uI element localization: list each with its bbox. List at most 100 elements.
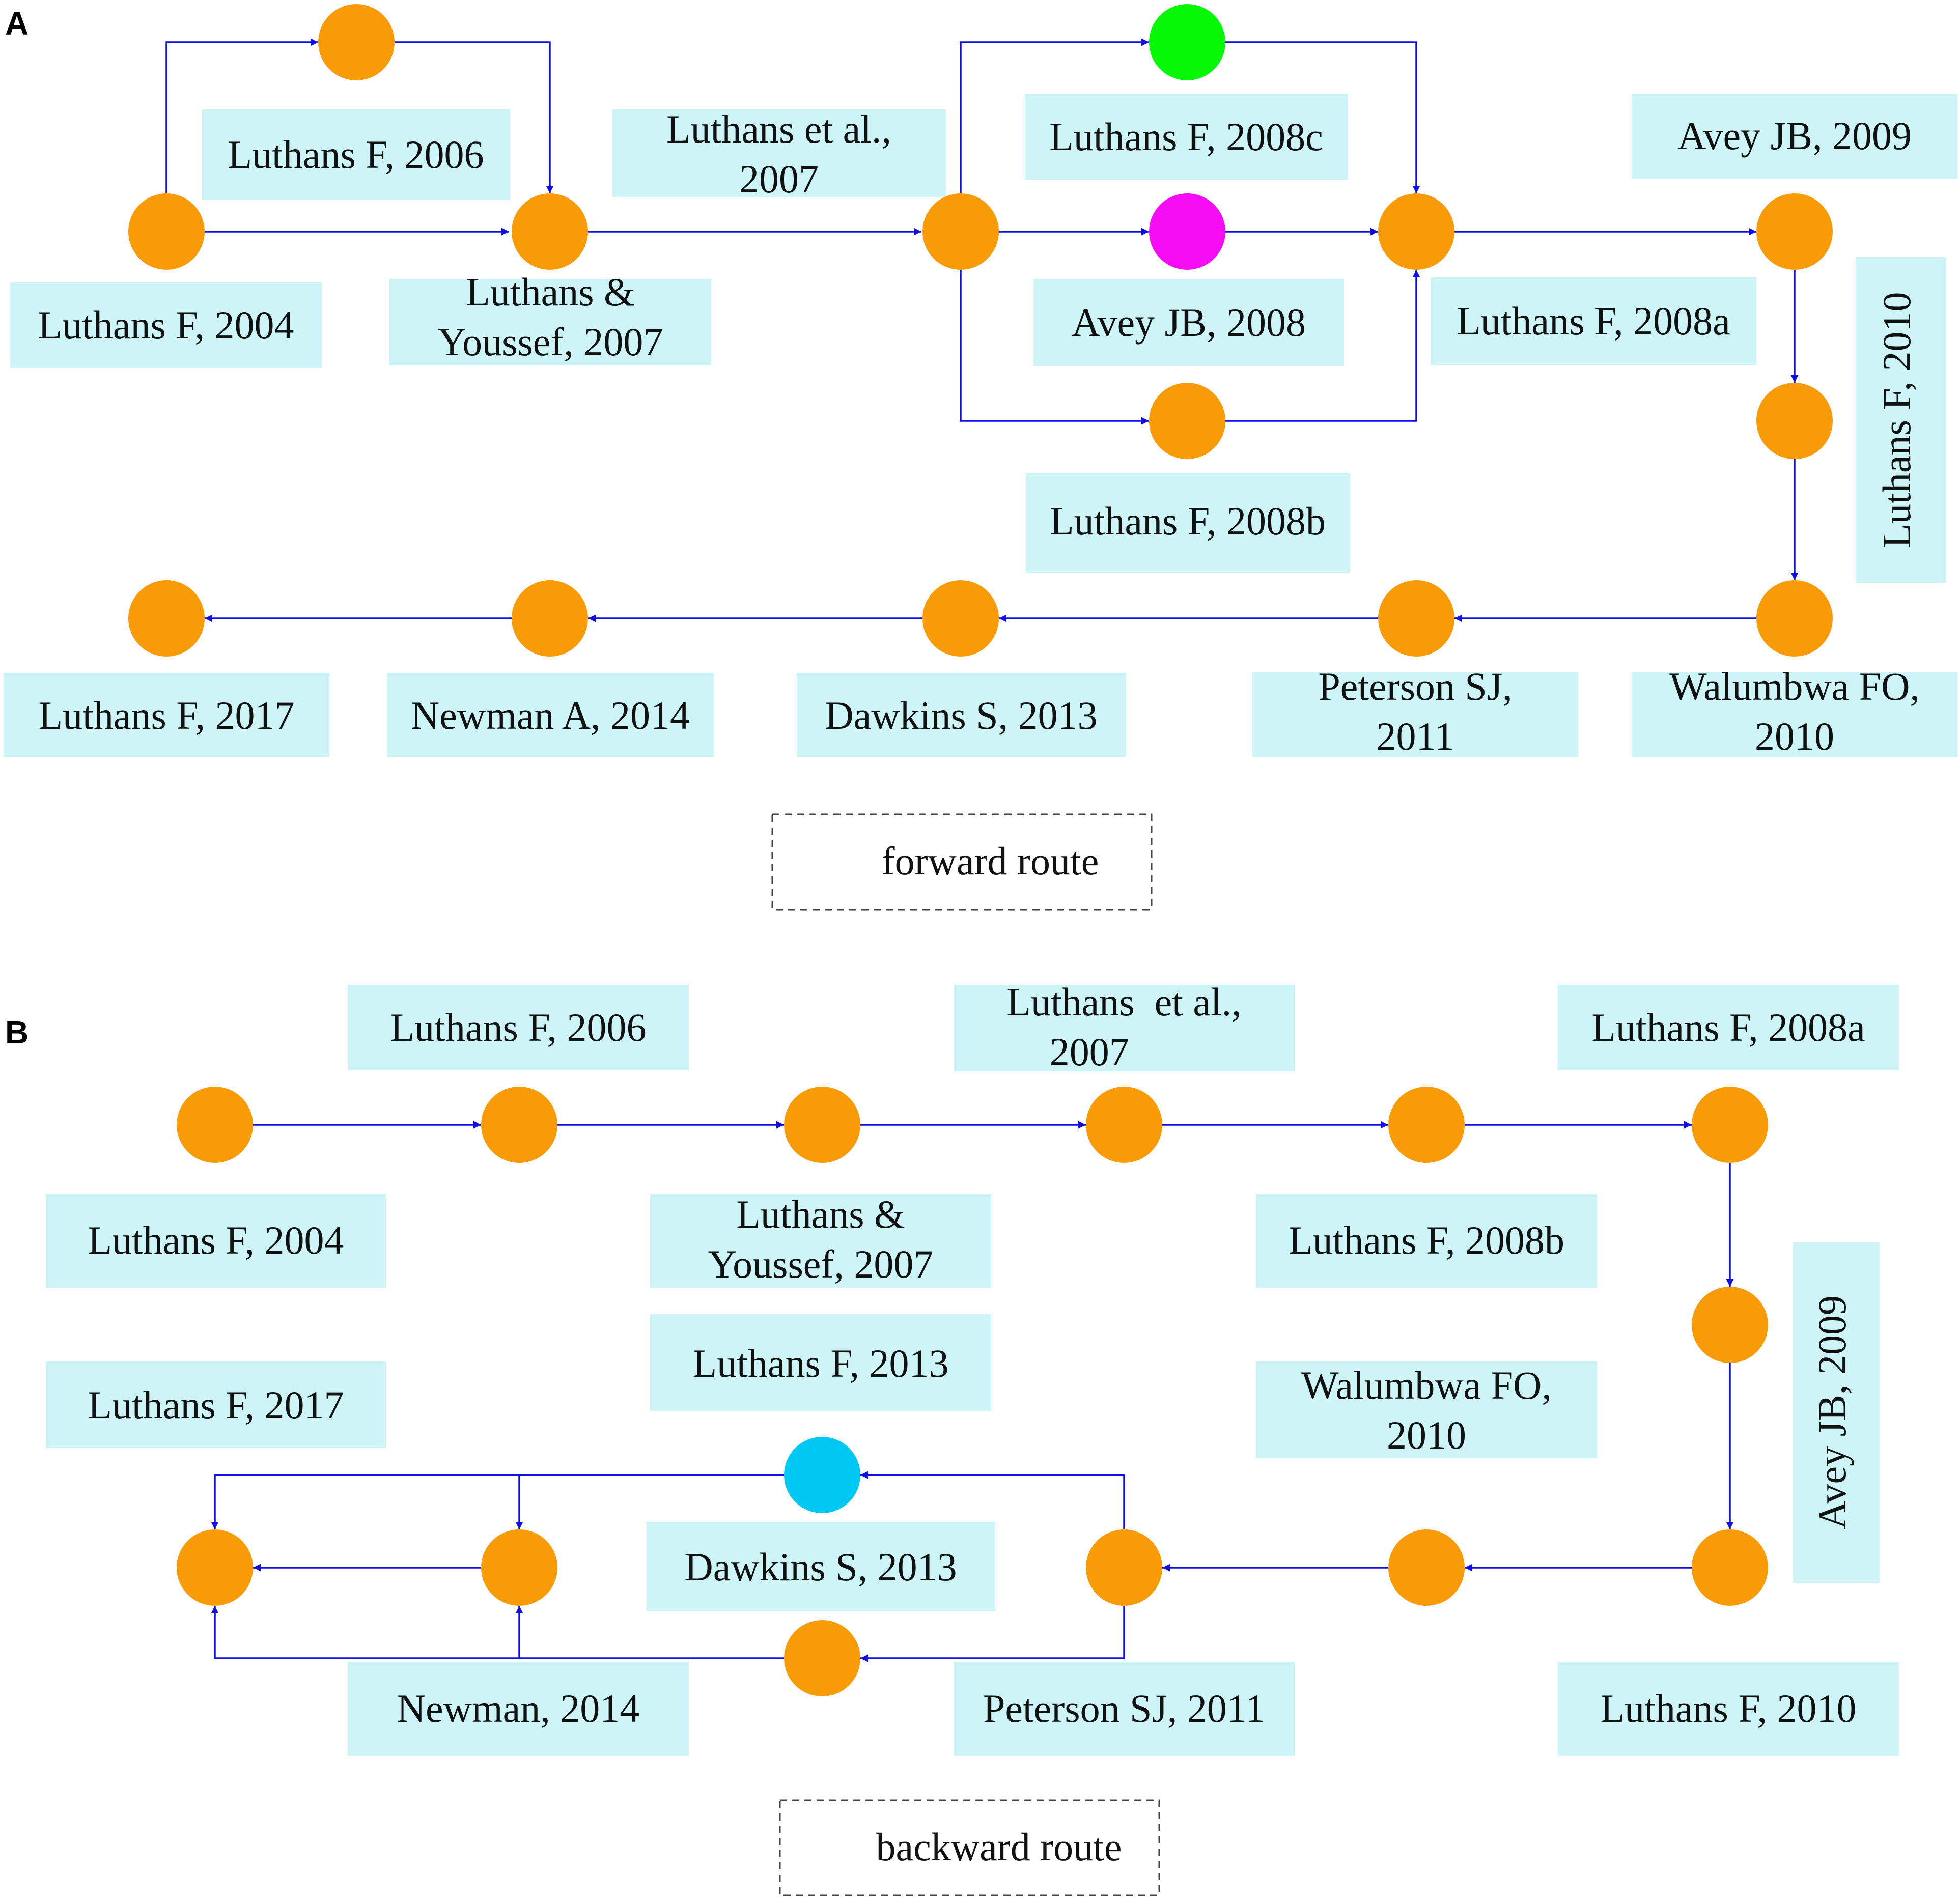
- node-b-dawkins2013[interactable]: [784, 1620, 860, 1696]
- edge-a-2008c-a-2008a: [1225, 41, 1420, 193]
- node-a-2010[interactable]: [1756, 383, 1833, 459]
- panel-a-nodes: [128, 4, 1833, 657]
- edge-b-dawkins2013-b-newman2014: [515, 1606, 784, 1659]
- label-box-b-2004: [46, 1194, 386, 1288]
- label-a-etal2007: Luthans et al.,2007: [666, 107, 891, 201]
- node-a-2006[interactable]: [318, 4, 395, 80]
- label-box-a-2017: [4, 673, 329, 757]
- label-a-2010: Luthans F, 2010: [1874, 292, 1919, 548]
- label-b-avey2009: Avey JB, 2009: [1810, 1295, 1854, 1529]
- edge-a-2004-a-2006: [165, 38, 318, 193]
- label-b-2006: Luthans F, 2006: [390, 1005, 647, 1049]
- node-b-2006[interactable]: [481, 1087, 557, 1163]
- label-a-dawkins2013: Dawkins S, 2013: [825, 693, 1097, 737]
- node-b-peterson2011[interactable]: [1086, 1529, 1162, 1606]
- label-box-b-2008a: [1558, 985, 1899, 1070]
- label-box-a-2008c: [1025, 94, 1348, 180]
- label-box-b-dawkins2013: [647, 1522, 995, 1611]
- label-box-a-2008b: [1026, 473, 1350, 573]
- panel-b-letter: B: [5, 1014, 29, 1051]
- label-a-walumbwa2010: Walumbwa FO,2010: [1669, 664, 1920, 758]
- label-a-peterson2011: Peterson SJ,2011: [1318, 664, 1512, 758]
- panel-b-nodes: [177, 1087, 1768, 1696]
- label-box-b-etal2007: [954, 985, 1295, 1071]
- node-b-2010[interactable]: [1692, 1529, 1768, 1606]
- label-b-2004: Luthans F, 2004: [88, 1218, 344, 1262]
- node-a-peterson2011[interactable]: [1378, 580, 1454, 657]
- edge-a-etal2007-a-2008b: [960, 270, 1149, 425]
- panel-a-labels: Luthans F, 2004 Luthans F, 2006 Luthans …: [4, 94, 1957, 758]
- label-a-2008c: Luthans F, 2008c: [1049, 115, 1323, 159]
- label-b-peterson2011: Peterson SJ, 2011: [983, 1686, 1265, 1730]
- label-box-a-avey2008: [1033, 279, 1344, 366]
- node-b-2017[interactable]: [177, 1529, 253, 1606]
- label-box-a-dawkins2013: [797, 673, 1126, 757]
- label-box-b-peterson2011: [954, 1662, 1295, 1756]
- route-box-forward: [771, 813, 1153, 911]
- edge-b-2013-b-2017: [211, 1474, 519, 1529]
- label-box-b-newman2014: [348, 1662, 689, 1756]
- node-b-2008a[interactable]: [1692, 1087, 1768, 1163]
- label-box-a-avey2009: [1632, 94, 1957, 179]
- node-b-avey2009[interactable]: [1692, 1287, 1768, 1363]
- panel-a-letter: A: [5, 5, 29, 42]
- label-b-etal2007: Luthans et al.,2007: [1006, 980, 1241, 1074]
- edge-b-peterson2011-b-dawkins2013: [860, 1606, 1125, 1662]
- label-b-ly2007: Luthans &Youssef, 2007: [708, 1192, 934, 1286]
- label-a-avey2008: Avey JB, 2008: [1072, 300, 1306, 345]
- label-box-a-peterson2011: [1252, 672, 1578, 757]
- panel-a: A Luthans F, 2004 Luthans F: [4, 4, 1957, 911]
- label-a-ly2007: Luthans &Youssef, 2007: [438, 270, 663, 364]
- label-box-b-avey2009: [1793, 1242, 1880, 1583]
- label-a-2008a: Luthans F, 2008a: [1457, 299, 1730, 343]
- route-label-backward: backward route: [876, 1825, 1122, 1869]
- node-b-2008b[interactable]: [1388, 1087, 1465, 1163]
- node-a-2008a[interactable]: [1378, 193, 1454, 270]
- label-box-b-ly2007: [650, 1194, 991, 1288]
- node-a-newman2014[interactable]: [512, 580, 588, 657]
- node-b-ly2007[interactable]: [784, 1087, 860, 1163]
- edge-a-etal2007-a-2008c: [960, 38, 1149, 193]
- edge-b-dawkins2013-b-2017: [211, 1606, 519, 1659]
- route-label-forward: forward route: [882, 839, 1099, 883]
- node-a-ly2007[interactable]: [512, 193, 588, 270]
- label-a-avey2009: Avey JB, 2009: [1677, 114, 1912, 158]
- node-b-2004[interactable]: [177, 1087, 253, 1163]
- panel-a-edges: [165, 38, 1799, 622]
- node-a-2008c[interactable]: [1149, 4, 1225, 80]
- panel-b-labels: Luthans F, 2004 Luthans F, 2006 Luthans …: [46, 980, 1899, 1756]
- node-b-walumbwa2010[interactable]: [1388, 1529, 1465, 1606]
- node-a-2008b[interactable]: [1149, 383, 1225, 459]
- label-box-a-walumbwa2010: [1632, 672, 1957, 757]
- label-box-a-2008a: [1431, 277, 1756, 365]
- label-b-2013: Luthans F, 2013: [693, 1341, 949, 1385]
- node-a-avey2009[interactable]: [1756, 193, 1833, 270]
- node-a-avey2008[interactable]: [1149, 193, 1225, 270]
- panel-b-edges: [211, 1121, 1734, 1662]
- label-b-walumbwa2010: Walumbwa FO,2010: [1301, 1363, 1552, 1457]
- node-a-dawkins2013[interactable]: [922, 580, 999, 657]
- label-box-a-ly2007: [389, 279, 711, 365]
- node-a-etal2007[interactable]: [922, 193, 999, 270]
- label-a-2006: Luthans F, 2006: [228, 132, 484, 177]
- edge-b-2013-b-newman2014: [515, 1474, 784, 1529]
- label-box-a-2006: [202, 109, 510, 200]
- node-a-walumbwa2010[interactable]: [1756, 580, 1833, 657]
- node-b-etal2007[interactable]: [1086, 1087, 1162, 1163]
- node-b-2013[interactable]: [784, 1437, 860, 1513]
- label-b-2010: Luthans F, 2010: [1601, 1686, 1857, 1730]
- node-a-2004[interactable]: [128, 193, 205, 270]
- label-box-b-2010: [1558, 1662, 1899, 1756]
- label-b-2008b: Luthans F, 2008b: [1289, 1218, 1564, 1262]
- label-box-b-2013: [650, 1314, 991, 1411]
- node-a-2017[interactable]: [128, 580, 205, 657]
- label-b-2017: Luthans F, 2017: [88, 1383, 344, 1427]
- label-box-a-2004: [10, 282, 322, 368]
- node-b-newman2014[interactable]: [481, 1529, 557, 1606]
- label-b-dawkins2013: Dawkins S, 2013: [684, 1545, 957, 1589]
- label-box-b-walumbwa2010: [1256, 1361, 1597, 1458]
- label-box-b-2017: [46, 1361, 386, 1448]
- route-box-backward: [779, 1799, 1160, 1896]
- label-box-a-newman2014: [387, 673, 714, 757]
